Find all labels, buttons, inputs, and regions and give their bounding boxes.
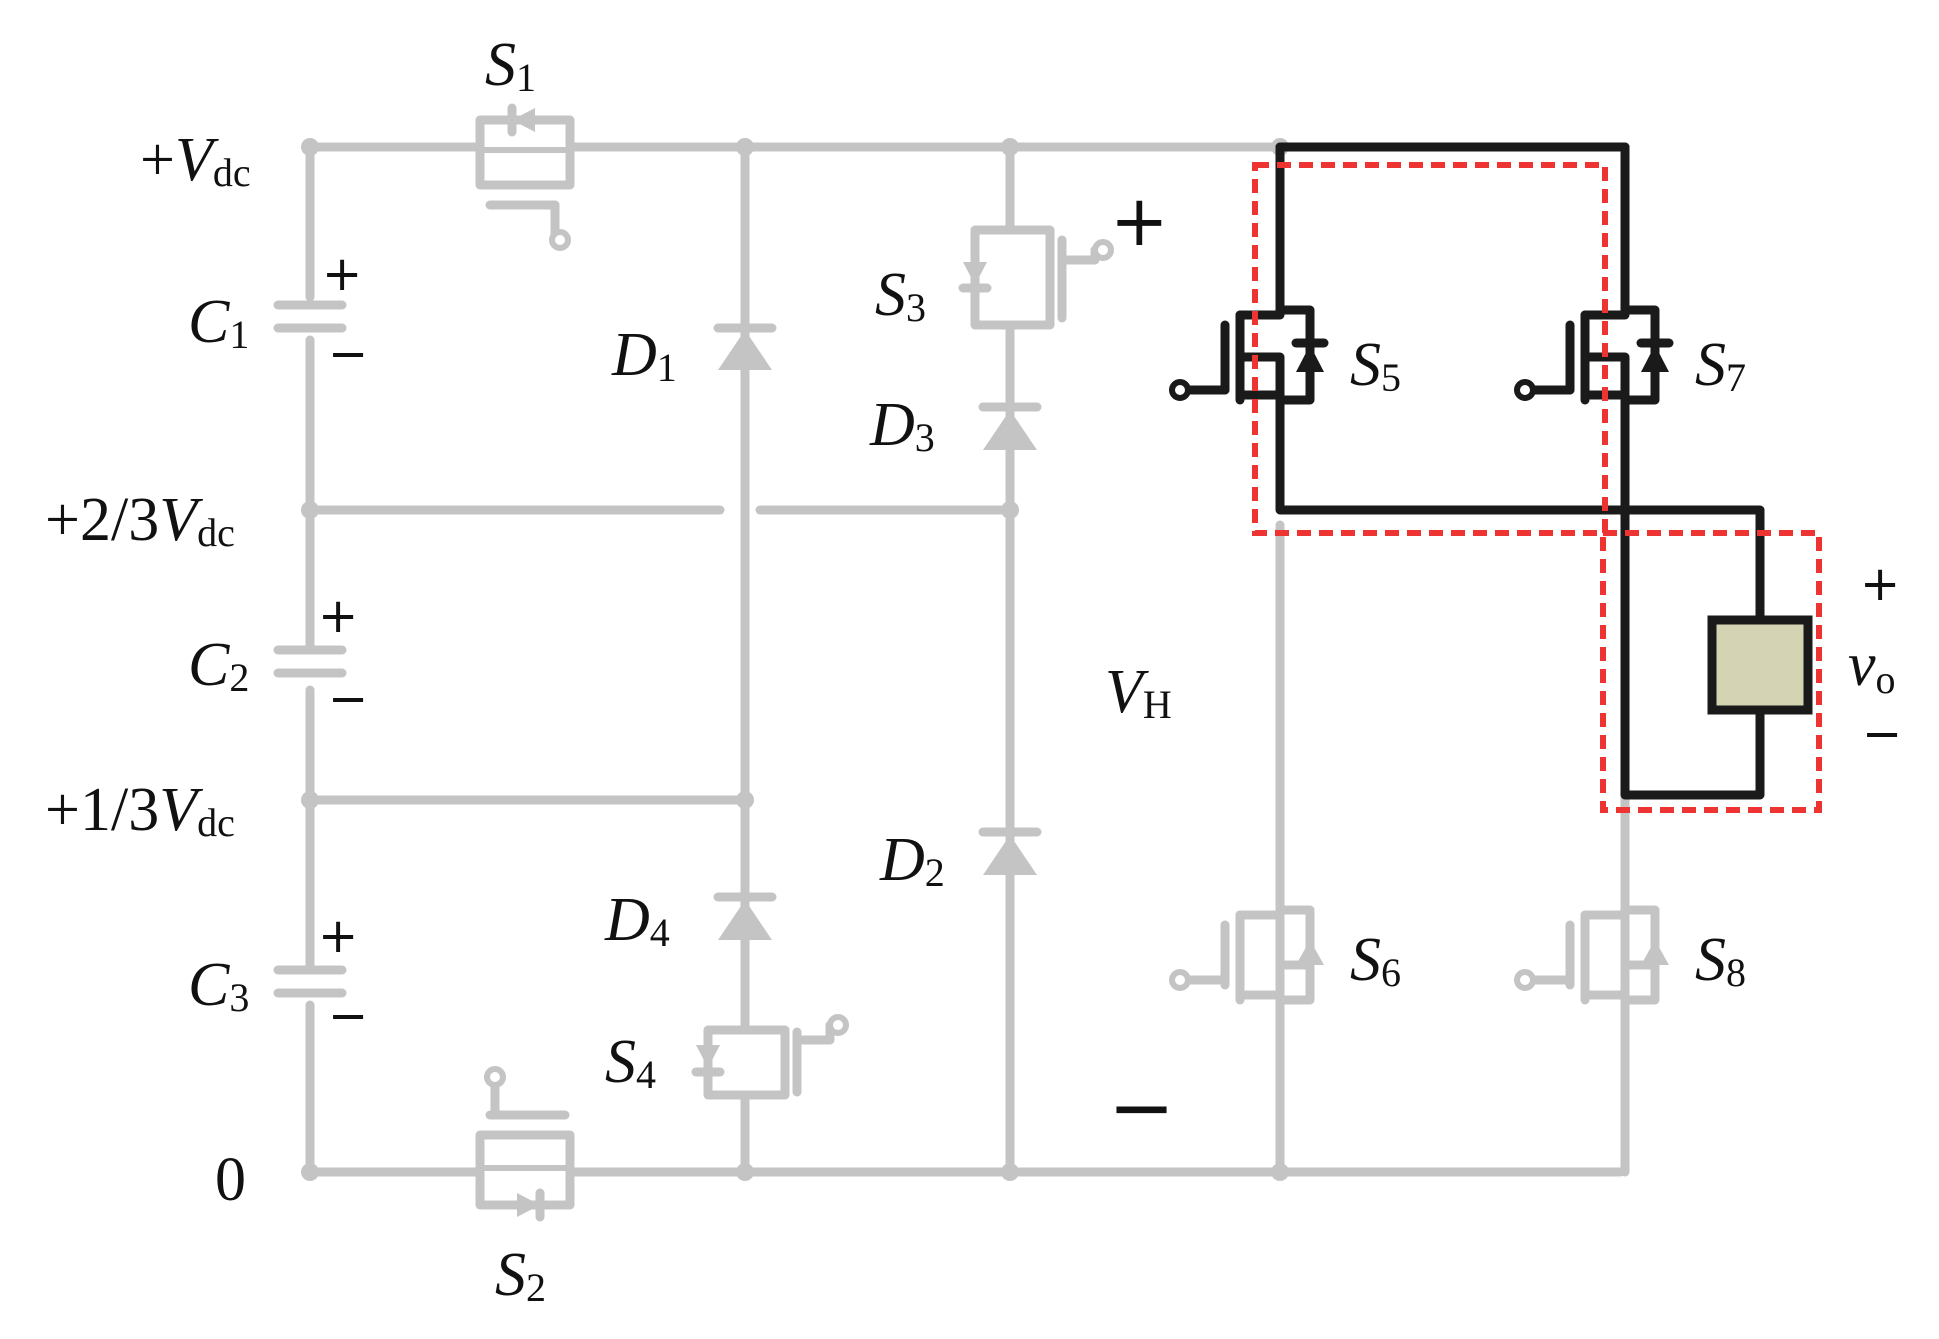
label-s8: S8: [1695, 926, 1746, 995]
vo-minus: −: [1862, 706, 1902, 762]
c2-plus: +: [318, 588, 358, 644]
vh-plus: +: [1110, 180, 1169, 262]
capacitor-c2: [273, 645, 347, 678]
vh-minus: −: [1108, 1061, 1175, 1154]
label-c2: C2: [188, 631, 249, 700]
label-s6: S6: [1350, 926, 1401, 995]
label-one-third-vdc: +1/3Vdc: [45, 776, 235, 845]
capacitor-c3: [273, 965, 347, 998]
load-box: [1707, 615, 1813, 715]
active-path: [1275, 142, 1765, 800]
label-vo: vo: [1848, 631, 1896, 702]
c1-minus: −: [328, 326, 368, 382]
mosfet-s5: [1169, 305, 1329, 405]
c3-minus: −: [328, 988, 368, 1044]
mosfet-s4: [691, 1014, 849, 1100]
label-c1: C1: [188, 288, 249, 357]
label-s2: S2: [495, 1241, 546, 1310]
label-d3: D3: [869, 391, 935, 460]
label-vh: VH: [1105, 658, 1172, 727]
label-s4: S4: [605, 1028, 656, 1097]
mosfet-s8: [1514, 905, 1669, 1005]
label-s7: S7: [1695, 331, 1746, 400]
label-plus-vdc: +Vdc: [140, 126, 251, 195]
highlight-upper-leg: [1252, 162, 1608, 536]
label-s1: S1: [485, 31, 536, 100]
diode-d2: [978, 827, 1042, 875]
label-s5: S5: [1350, 331, 1401, 400]
c3-plus: +: [318, 908, 358, 964]
c1-plus: +: [322, 246, 362, 302]
c2-minus: −: [328, 671, 368, 727]
diode-d4: [713, 892, 777, 940]
label-two-third-vdc: +2/3Vdc: [45, 486, 235, 555]
highlight-load-loop: [1600, 530, 1822, 813]
inactive-wiring: [305, 142, 1630, 1177]
label-d4: D4: [604, 886, 670, 955]
mosfet-s6: [1169, 905, 1324, 1005]
label-zero: 0: [215, 1146, 246, 1214]
mosfet-s2: [475, 1066, 575, 1222]
mosfet-s7: [1514, 305, 1674, 405]
mosfet-s3: [958, 225, 1114, 330]
label-d2: D2: [879, 826, 945, 895]
diode-d3: [978, 402, 1042, 450]
label-c3: C3: [188, 951, 249, 1020]
capacitor-c1: [273, 300, 347, 333]
vo-plus: +: [1860, 556, 1900, 612]
label-s3: S3: [875, 261, 926, 330]
mosfet-s1: [475, 103, 575, 251]
diode-d1: [713, 323, 777, 370]
label-d1: D1: [611, 321, 677, 390]
